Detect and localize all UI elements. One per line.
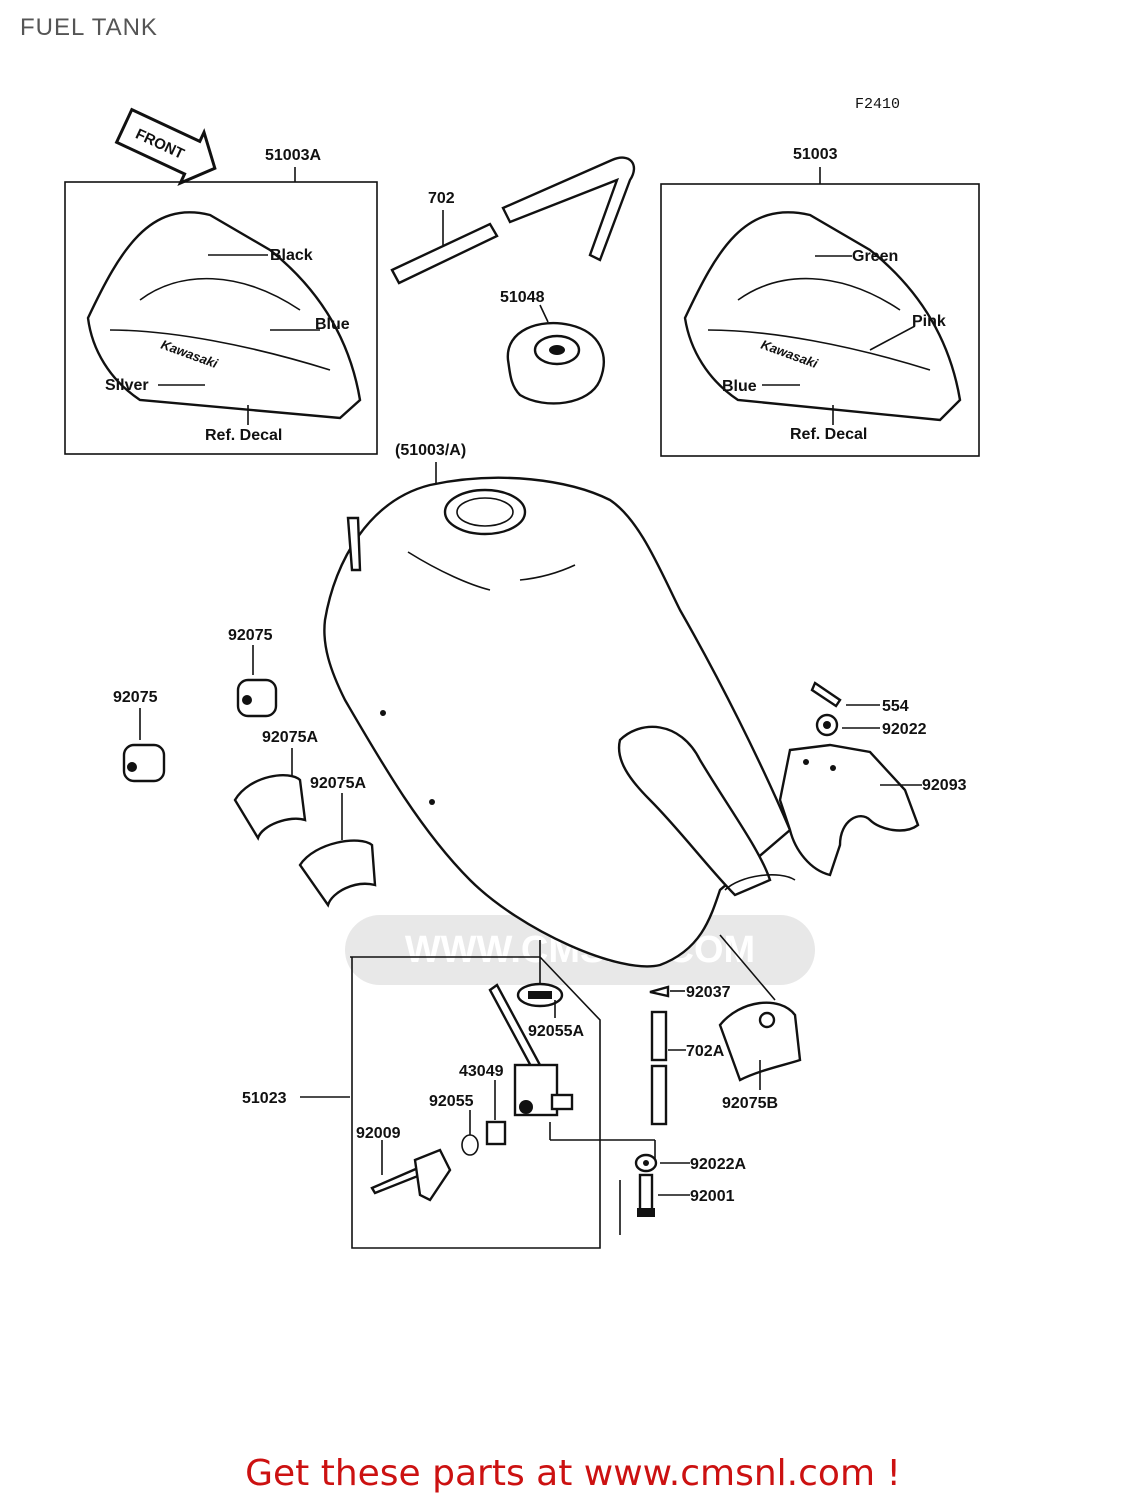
part-label-92075A-upper: 92075A [262, 729, 318, 746]
bracket-assembly [778, 681, 922, 877]
decal-box-51003A: Kawasaki Black Blue Silver Ref. Decal [64, 167, 378, 455]
part-label-92093: 92093 [922, 777, 967, 794]
part-label-92075-lower: 92075 [113, 689, 158, 706]
damper-92075-lower [122, 708, 166, 783]
part-label-92075A-lower: 92075A [310, 775, 366, 792]
hose-702A [650, 1010, 686, 1126]
part-label-51048: 51048 [500, 289, 545, 306]
part-label-92009: 92009 [356, 1125, 401, 1142]
part-label-702: 702 [428, 190, 455, 207]
part-label-92055A: 92055A [528, 1023, 584, 1040]
damper-92075A-lower [298, 793, 377, 908]
part-label-51003: 51003 [793, 146, 838, 163]
part-label-51003A: 51003A [265, 147, 321, 164]
footer-promo-link[interactable]: Get these parts at www.cmsnl.com ! [245, 1453, 901, 1494]
part-label-92075-upper: 92075 [228, 627, 273, 644]
part-label-43049: 43049 [459, 1063, 504, 1080]
right-decal-ref-label: Ref. Decal [790, 426, 867, 443]
bolt-92001 [637, 1173, 690, 1217]
part-label-92055: 92055 [429, 1093, 474, 1110]
fuel-tank-body [323, 462, 796, 968]
damper-92075B [718, 934, 802, 1090]
part-label-92001: 92001 [690, 1188, 735, 1205]
right-decal-blue-label: Blue [722, 378, 757, 395]
figure-code: F2410 [855, 96, 900, 113]
left-decal-silver-label: Silver [105, 377, 149, 394]
part-label-702A: 702A [686, 1043, 725, 1060]
left-decal-ref-label: Ref. Decal [205, 427, 282, 444]
left-decal-black-label: Black [270, 247, 313, 264]
damper-92075A-upper [233, 748, 307, 841]
washer-92022A [634, 1153, 690, 1173]
right-decal-pink-label: Pink [912, 313, 946, 330]
part-label-92022: 92022 [882, 721, 927, 738]
damper-92075-upper [236, 645, 278, 718]
right-decal-green-label: Green [852, 248, 898, 265]
part-label-92075B: 92075B [722, 1095, 778, 1112]
decal-box-51003: Kawasaki Green Pink Blue Ref. Decal [660, 167, 980, 457]
part-label-92022A: 92022A [690, 1156, 746, 1173]
hose-702 [390, 156, 636, 285]
left-decal-blue-label: Blue [315, 316, 350, 333]
part-label-554: 554 [882, 698, 909, 715]
fuel-cock-box-51023 [300, 940, 656, 1249]
fuel-cap-51048 [506, 304, 605, 405]
clip-92037 [649, 985, 685, 998]
part-label-92037: 92037 [686, 984, 731, 1001]
part-label-51003-A: (51003/A) [395, 442, 466, 459]
part-label-51023: 51023 [242, 1090, 287, 1107]
front-arrow-icon: FRONT [114, 107, 217, 186]
page-title: FUEL TANK [20, 14, 158, 41]
